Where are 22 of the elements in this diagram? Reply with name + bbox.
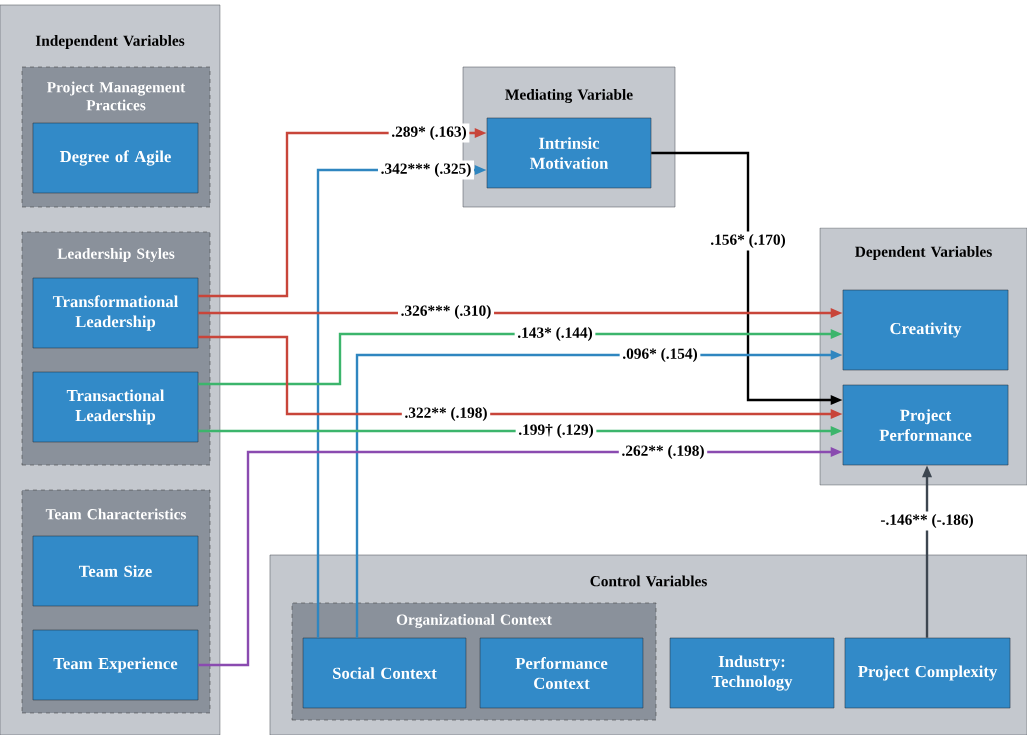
variable-box: Creativity [842, 289, 1009, 371]
variable-box: Transactional Leadership [32, 371, 199, 443]
edge-label: .096* (.154) [619, 345, 701, 365]
variable-box: Team Experience [32, 629, 199, 701]
edge-label: .342*** (.325) [378, 160, 475, 180]
variable-box: Project Complexity [844, 637, 1011, 709]
variable-box: Social Context [302, 637, 467, 709]
variable-box: Performance Context [479, 637, 644, 709]
edge-label: -.146** (-.186) [877, 511, 977, 531]
edge-label: .262** (.198) [618, 442, 708, 462]
edge-label: .143* (.144) [514, 324, 596, 344]
variable-box: Transformational Leadership [32, 277, 199, 349]
variable-box: Degree of Agile [32, 122, 199, 194]
edge-label: .199† (.129) [515, 421, 597, 441]
edge-label: .289* (.163) [388, 123, 470, 143]
edge-label: .156* (.170) [707, 231, 789, 251]
edge-label: .322** (.198) [401, 404, 491, 424]
variable-box: Intrinsic Motivation [486, 117, 652, 189]
variable-box: Team Size [32, 535, 199, 607]
variable-box: Industry: Technology [669, 637, 835, 709]
edge-label: .326*** (.310) [398, 302, 495, 322]
variable-box: Project Performance [842, 384, 1009, 466]
